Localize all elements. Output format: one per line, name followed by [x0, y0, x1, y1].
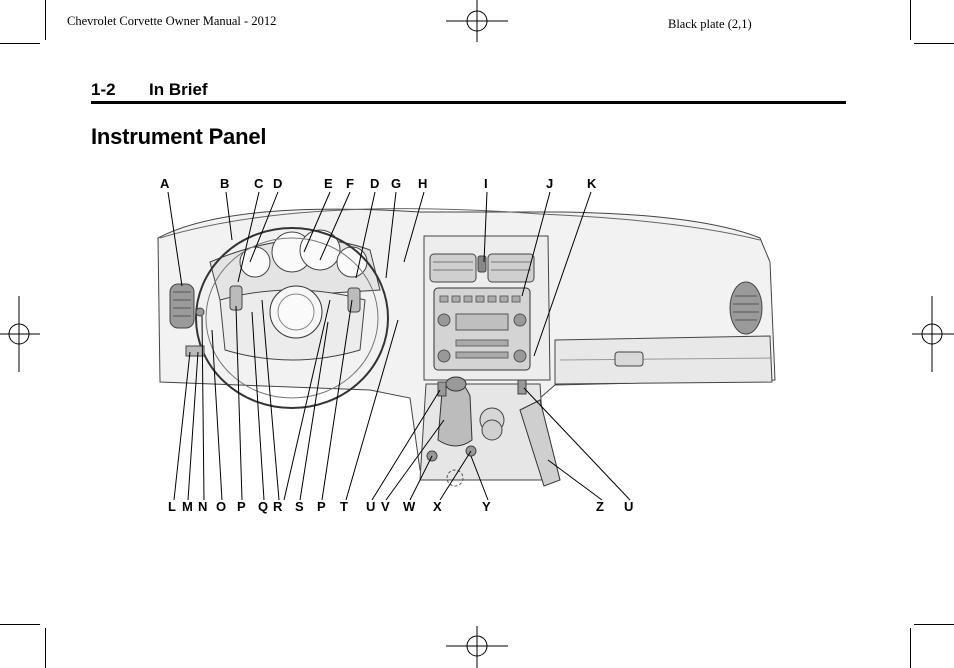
callout-d-second: D	[370, 176, 379, 191]
bottom-leader-lines	[173, 299, 631, 501]
callout-e: E	[324, 176, 333, 191]
registration-target-top	[446, 0, 508, 42]
callout-a: A	[160, 176, 170, 191]
crop-mark	[0, 43, 40, 44]
header-manual-title: Chevrolet Corvette Owner Manual - 2012	[67, 14, 277, 28]
crop-mark	[914, 624, 954, 625]
section-name: In Brief	[149, 80, 208, 99]
callout-k: K	[587, 176, 597, 191]
callout-l: L	[168, 499, 176, 514]
callout-h: H	[418, 176, 427, 191]
page-title: Instrument Panel	[91, 124, 267, 149]
callout-b: B	[220, 176, 229, 191]
callout-m: M	[182, 499, 193, 514]
callout-u: U	[366, 499, 375, 514]
callout-d: D	[273, 176, 282, 191]
callout-g: G	[391, 176, 401, 191]
crop-mark	[914, 43, 954, 44]
callout-u-second: U	[624, 499, 633, 514]
registration-target-left	[0, 296, 40, 372]
crop-mark	[910, 628, 911, 668]
top-leader-lines	[167, 191, 592, 357]
callout-p: P	[237, 499, 246, 514]
callout-i: I	[484, 176, 488, 191]
section-heading: 1-2 In Brief	[91, 80, 208, 100]
callout-j: J	[546, 176, 553, 191]
bottom-callout-labels: L M N O P Q R S P T U V W X Y Z U	[168, 499, 633, 514]
callout-t: T	[340, 499, 348, 514]
callout-s: S	[295, 499, 304, 514]
callout-f: F	[346, 176, 354, 191]
top-callout-labels: A B C D E F D G H I J K	[160, 176, 597, 191]
header-plate-info: Black plate (2,1)	[668, 17, 752, 31]
crop-mark	[45, 0, 46, 40]
callout-q: Q	[258, 499, 268, 514]
callout-y: Y	[482, 499, 491, 514]
callout-z: Z	[596, 499, 604, 514]
callout-x: X	[433, 499, 442, 514]
callout-o: O	[216, 499, 226, 514]
section-rule	[91, 101, 846, 104]
crop-mark	[910, 0, 911, 40]
section-number: 1-2	[91, 80, 116, 99]
callout-r: R	[273, 499, 283, 514]
callout-c: C	[254, 176, 264, 191]
registration-target-right	[912, 296, 954, 372]
callout-n: N	[198, 499, 207, 514]
dashboard-drawing	[157, 208, 776, 487]
crop-mark	[0, 624, 40, 625]
callout-v: V	[381, 499, 390, 514]
registration-target-bottom	[446, 626, 508, 668]
crop-mark	[45, 628, 46, 668]
callout-p-second: P	[317, 499, 326, 514]
callout-w: W	[403, 499, 416, 514]
